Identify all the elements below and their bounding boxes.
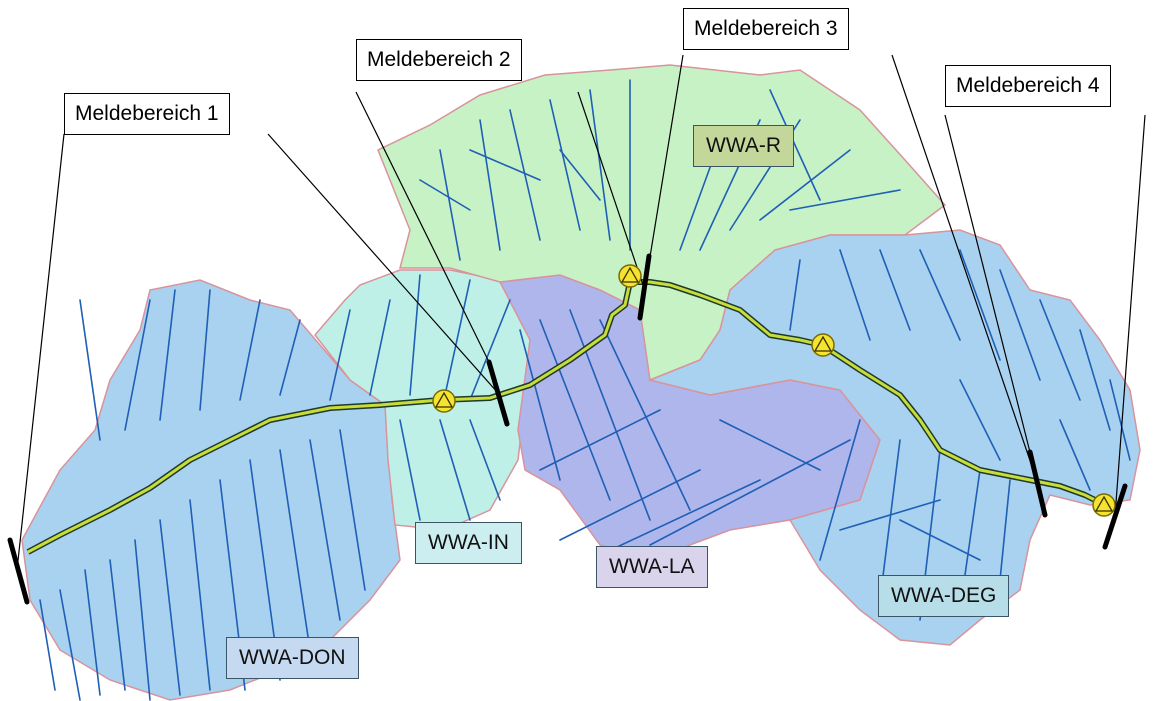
- label-wwa-la: WWA-LA: [596, 546, 708, 588]
- callout-meldebereich-2: Meldebereich 2: [356, 39, 522, 81]
- gauge-station-icon: [618, 264, 642, 288]
- label-wwa-r: WWA-R: [693, 125, 795, 167]
- label-wwa-don: WWA-DON: [226, 637, 359, 679]
- gauge-station-icon: [811, 333, 835, 357]
- gauge-stations: [432, 264, 1116, 517]
- callout-meldebereich-1: Meldebereich 1: [64, 93, 230, 135]
- label-wwa-in: WWA-IN: [415, 522, 522, 564]
- gauge-station-icon: [1092, 493, 1116, 517]
- callout-meldebereich-4: Meldebereich 4: [945, 65, 1111, 107]
- boundary-bar-west: [7, 537, 30, 605]
- callout-meldebereich-3: Meldebereich 3: [683, 8, 849, 50]
- label-wwa-deg: WWA-DEG: [878, 575, 1010, 617]
- boundary-bar-east: [1102, 483, 1128, 550]
- callout-leaders: [16, 54, 1146, 571]
- gauge-station-icon: [432, 389, 456, 413]
